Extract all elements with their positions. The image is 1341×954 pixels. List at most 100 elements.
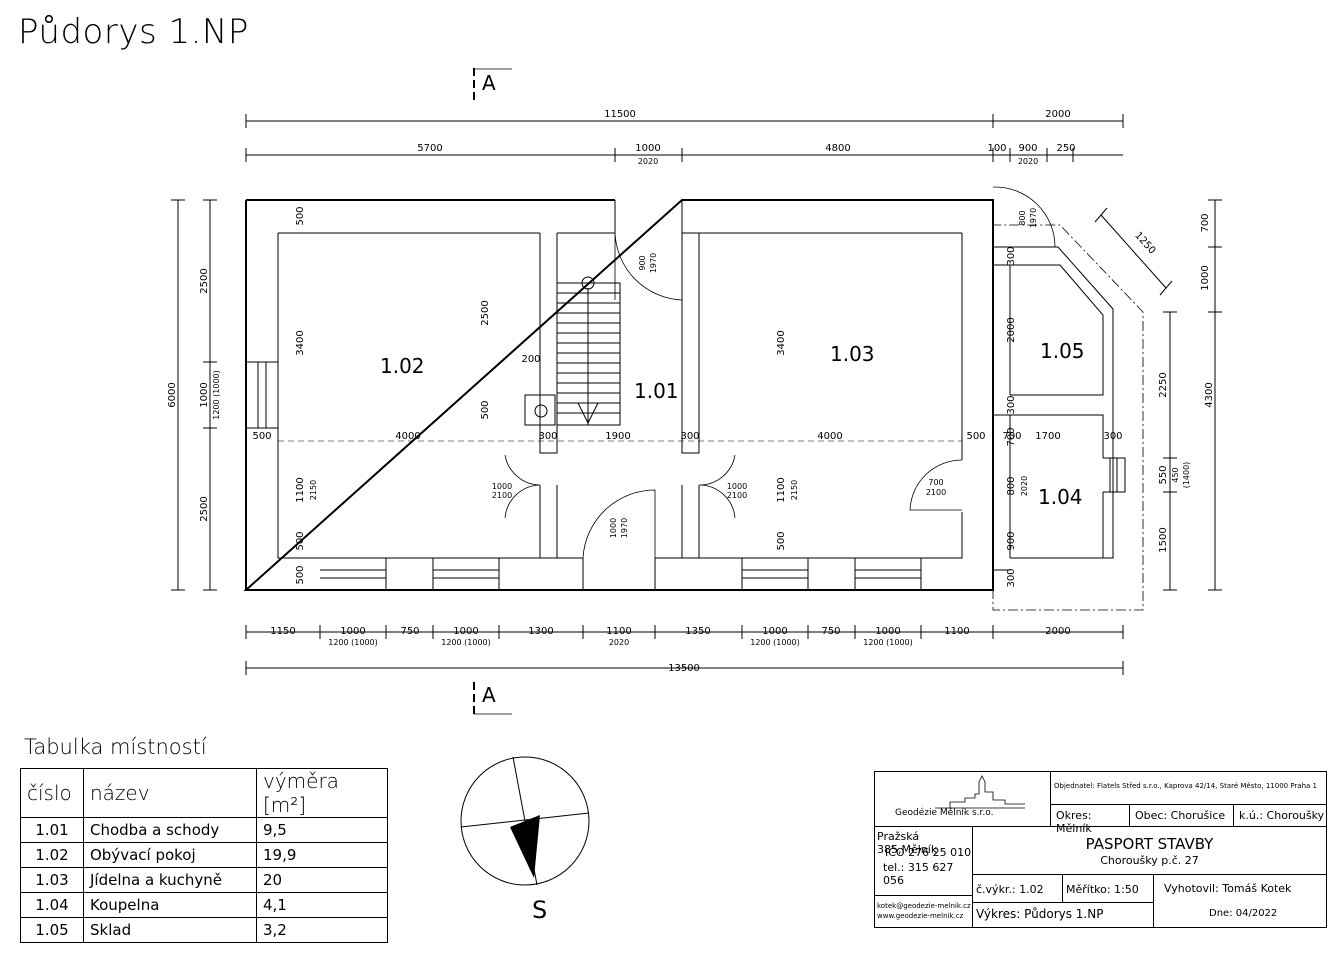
dim-b6: 1100 xyxy=(606,626,631,637)
row-num: 1.04 xyxy=(20,892,84,918)
row-area: 20 xyxy=(256,867,388,893)
door-2100c: 2100 xyxy=(727,491,747,500)
dim-r-b: 1000 xyxy=(1200,265,1211,290)
dim-top-b: 1000 xyxy=(635,143,660,154)
door-2100a: 2100 xyxy=(492,491,512,500)
obec-cell: Obec: Chorušice xyxy=(1129,804,1233,826)
dim-top-d: 100 xyxy=(987,143,1006,154)
dim-mid-1900: 1900 xyxy=(605,431,630,442)
row-name: Jídelna a kuchyně xyxy=(83,867,257,893)
door-1970: 1970 xyxy=(649,253,658,273)
dim-v500d: 500 xyxy=(295,565,306,584)
drawing-name: Výkres: Půdorys 1.NP xyxy=(972,902,1153,927)
dim-mid-500a: 500 xyxy=(252,431,271,442)
dim-top-right: 2000 xyxy=(1045,109,1070,120)
dim-b4: 1000 xyxy=(453,626,478,637)
dim-left-bs: 1200 (1000) xyxy=(212,370,221,420)
dim-left-a: 2500 xyxy=(199,268,210,293)
dim-b10s: 1200 (1000) xyxy=(863,638,913,647)
dim-b11: 1100 xyxy=(944,626,969,637)
project-subtitle: Choroušky p.č. 27 xyxy=(1100,854,1199,867)
dim-b8: 1000 xyxy=(762,626,787,637)
company-logo-cell: Geodézie Mělník s.r.o. xyxy=(875,772,1050,826)
table-header-row: číslo název výměra [m²] xyxy=(20,768,388,818)
section-label-bottom: A xyxy=(482,683,496,707)
table-row: 1.02 Obývací pokoj 19,9 xyxy=(20,842,388,868)
room-label-103: 1.03 xyxy=(830,342,875,366)
dim-b5: 1300 xyxy=(528,626,553,637)
project-cell: PASPORT STAVBY Choroušky p.č. 27 xyxy=(972,826,1326,874)
door-800: 800 xyxy=(1018,210,1027,225)
dim-b2s: 1200 (1000) xyxy=(328,638,378,647)
compass-label: S xyxy=(532,896,547,924)
row-num: 1.03 xyxy=(20,867,84,893)
company-name: Geodézie Mělník s.r.o. xyxy=(895,808,994,818)
table-row: 1.04 Koupelna 4,1 xyxy=(20,892,388,918)
row-num: 1.05 xyxy=(20,917,84,943)
dim-r-ds: 450 xyxy=(1171,467,1180,482)
dim-mid-1700: 1700 xyxy=(1035,431,1060,442)
dim-v200: 200 xyxy=(521,354,540,365)
dim-v500a: 500 xyxy=(295,206,306,225)
room-label-104: 1.04 xyxy=(1038,485,1083,509)
dim-s2000: 2000 xyxy=(1006,317,1017,342)
dim-v3400a: 3400 xyxy=(295,330,306,355)
title-block: Geodézie Mělník s.r.o. Objednatel: Flate… xyxy=(874,771,1327,928)
dim-r-ds2: (1400) xyxy=(1182,462,1191,489)
dim-top-e: 900 xyxy=(1018,143,1037,154)
dim-bottom-total: 13500 xyxy=(668,663,700,674)
dim-b1: 1150 xyxy=(270,626,295,637)
dim-mid-500b: 500 xyxy=(966,431,985,442)
address: Pražská 385,Mělník xyxy=(877,830,938,856)
dim-v500c: 500 xyxy=(295,531,306,550)
dim-b7: 1350 xyxy=(685,626,710,637)
door-1000c: 1000 xyxy=(727,482,747,491)
dim-mid-4000b: 4000 xyxy=(817,431,842,442)
dim-top-c: 4800 xyxy=(825,143,850,154)
door-2100d: 2100 xyxy=(926,488,946,497)
drawing-number: č.výkr.: 1.02 xyxy=(972,874,1062,902)
section-label-top: A xyxy=(482,71,496,95)
door-1970b: 1970 xyxy=(620,518,629,538)
dim-v3400b: 3400 xyxy=(776,330,787,355)
dim-v1100a: 1100 xyxy=(295,477,306,502)
dim-s300b: 300 xyxy=(1006,395,1017,414)
dim-v500b: 500 xyxy=(480,400,491,419)
dim-b6s: 2020 xyxy=(609,638,629,647)
dim-s700: 700 xyxy=(1006,427,1017,446)
dim-r-d: 550 xyxy=(1158,465,1169,484)
room-table: číslo název výměra [m²] 1.01 Chodba a sc… xyxy=(20,768,388,943)
table-row: 1.01 Chodba a schody 9,5 xyxy=(20,817,388,843)
door-1970c: 1970 xyxy=(1029,208,1038,228)
dim-s800: 800 xyxy=(1006,476,1017,495)
dim-b12: 2000 xyxy=(1045,626,1070,637)
website: www.geodezie-melnik.cz xyxy=(877,912,964,920)
dim-v2150b: 2150 xyxy=(790,480,799,500)
client-cell: Objednatel: Flatels Střed s.r.o., Kaprov… xyxy=(1050,772,1326,804)
dim-top-f: 250 xyxy=(1056,143,1075,154)
room-label-105: 1.05 xyxy=(1040,339,1085,363)
row-num: 1.01 xyxy=(20,817,84,843)
okres-cell: Okres: Mělník xyxy=(1050,804,1129,835)
dim-diag: 1250 xyxy=(1132,230,1157,256)
dim-v2500: 2500 xyxy=(480,300,491,325)
company-logo-icon xyxy=(935,775,1025,809)
door-1000b: 1000 xyxy=(609,518,618,538)
compass-needle xyxy=(510,815,540,878)
dim-mid-300c: 300 xyxy=(1103,431,1122,442)
door-1000a: 1000 xyxy=(492,482,512,491)
door-700: 700 xyxy=(928,478,943,487)
dim-v2150a: 2150 xyxy=(309,480,318,500)
dim-r-c: 2250 xyxy=(1158,372,1169,397)
email-web-cell: kotek@geodezie-melnik.cz www.geodezie-me… xyxy=(875,895,972,927)
dim-b10: 1000 xyxy=(875,626,900,637)
scale: Měřítko: 1:50 xyxy=(1062,874,1153,902)
email: kotek@geodezie-melnik.cz xyxy=(877,902,971,910)
contact-cell: Pražská 385,Mělník IČO 276 25 010 tel.: … xyxy=(875,826,972,895)
dim-mid-700: 700 xyxy=(1002,431,1021,442)
row-num: 1.02 xyxy=(20,842,84,868)
dim-s300c: 300 xyxy=(1006,568,1017,587)
dim-mid-4000a: 4000 xyxy=(395,431,420,442)
table-row: 1.03 Jídelna a kuchyně 20 xyxy=(20,867,388,893)
